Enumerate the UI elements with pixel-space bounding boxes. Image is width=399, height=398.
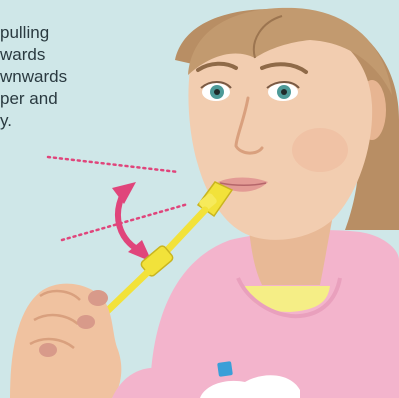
instruction-line-5: y. (0, 110, 120, 132)
instruction-line-4: per and (0, 88, 120, 110)
instruction-line-1: pulling (0, 22, 120, 44)
guide-line-upper (48, 157, 178, 172)
instruction-line-3: wnwards (0, 66, 120, 88)
cheek (292, 128, 348, 172)
instruction-line-2: wards (0, 44, 120, 66)
hand (10, 284, 170, 398)
instruction-text: pulling wards wnwards per and y. (0, 22, 120, 132)
eye-right-pupil (281, 89, 287, 95)
double-headed-curved-arrow-icon (112, 182, 152, 262)
eye-left-pupil (214, 89, 220, 95)
shirt-badge (217, 361, 233, 377)
